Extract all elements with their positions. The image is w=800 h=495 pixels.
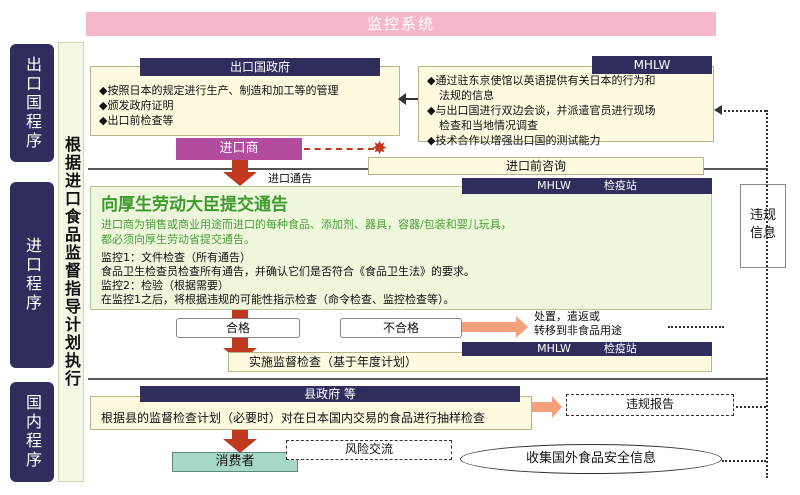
- collect-info-oval: 收集国外食品安全信息: [460, 444, 722, 474]
- notification-desc: 进口商为销售或商业用途而进口的每种食品、添加剂、器具，容器/包装和婴儿玩具，: [101, 218, 512, 231]
- stage-import: 进口程序: [10, 182, 54, 368]
- arrow-left-icon: [398, 93, 406, 105]
- export-gov-header: 出口国政府: [140, 58, 380, 76]
- mhlw-item: ◆技术合作以增强出口国的测试能力: [427, 134, 601, 147]
- dotted-feedback-report: [736, 406, 766, 408]
- disposal-text: 转移到非食品用途: [534, 324, 622, 337]
- export-gov-item: ◆出口前检查等: [99, 114, 174, 127]
- notification-box: 向厚生劳动大臣提交通告 进口商为销售或商业用途而进口的每种食品、添加剂、器具，容…: [90, 186, 712, 310]
- fail-box: 不合格: [340, 318, 462, 338]
- dotted-feedback-collect: [722, 460, 766, 462]
- export-gov-item: ◆颁发政府证明: [99, 99, 174, 112]
- dotted-connector: [668, 326, 724, 328]
- dashed-connector: [304, 148, 374, 150]
- violation-report: 违规报告: [566, 394, 734, 416]
- mhlw-item: 法规的信息: [439, 89, 494, 102]
- check-line: 监控2：检验（根据需要）: [101, 279, 229, 292]
- consumer-box: 消费者: [172, 452, 298, 472]
- stage-export: 出口国程序: [10, 44, 54, 162]
- arrow-right-icon: [516, 316, 528, 338]
- pre-export-consult: 进口前咨询: [368, 157, 704, 175]
- divider-import-domestic: [88, 378, 768, 380]
- page-title: 监控系统: [86, 12, 716, 36]
- mhlw-box: ◆通过驻东京使馆以英语提供有关日本的行为和 法规的信息 ◆与出口国进行双边会谈，…: [418, 66, 714, 147]
- mhlw-item: 检查和当地情况调查: [439, 119, 538, 132]
- flow-arrow: [232, 160, 248, 172]
- disposal-text: 处置，遣返或: [534, 310, 600, 323]
- arrow-down-icon: [223, 172, 257, 186]
- mhlw-item: ◆与出口国进行双边会谈，并派遣官员进行现场: [427, 104, 656, 117]
- guidance-plan-label: 根据进口食品监督指导计划执行: [58, 42, 84, 482]
- export-gov-box: ◆按照日本的规定进行生产、制造和加工等的管理 ◆颁发政府证明 ◆出口前检查等: [90, 66, 400, 136]
- quarantine-header: MHLW 检疫站: [462, 178, 712, 194]
- quarantine-header-2: MHLW 检疫站: [462, 342, 712, 356]
- flow-arrow: [232, 430, 248, 440]
- star-icon: ✸: [372, 138, 388, 159]
- violation-info-box: 违规信息: [740, 184, 786, 268]
- mhlw-header: MHLW: [592, 56, 712, 74]
- arrow-right-icon: [552, 396, 562, 418]
- check-line: 在监控1之后，将根据违规的可能性指示检查（命令检查、监控检查等）。: [101, 293, 455, 306]
- violation-info-label: 违规信息: [749, 208, 776, 241]
- report-arrow: [532, 402, 554, 412]
- connector: [400, 98, 418, 100]
- risk-comm-box: 风险交流: [286, 440, 452, 460]
- mhlw-item: ◆通过驻东京使馆以英语提供有关日本的行为和: [427, 74, 656, 87]
- stage-domestic: 国内程序: [10, 382, 54, 482]
- importer-box: 进口商: [176, 138, 302, 160]
- notification-title: 向厚生劳动大臣提交通告: [101, 195, 288, 215]
- notification-desc: 都必须向厚生劳动省提交通告。: [101, 233, 255, 246]
- dotted-feedback-line: [766, 110, 768, 478]
- prefecture-header: 县政府 等: [140, 386, 520, 402]
- check-line: 监控1：文件检查（所有通告）: [101, 251, 251, 264]
- dotted-feedback-top: [720, 110, 766, 112]
- export-gov-item: ◆按照日本的规定进行生产、制造和加工等的管理: [99, 84, 339, 97]
- import-notice-label: 进口通告: [268, 172, 312, 185]
- check-line: 食品卫生检查员检查所有通告，并确认它们是否符合《食品卫生法》的要求。: [101, 265, 475, 278]
- arrow-left-icon: [714, 105, 722, 115]
- fail-arrow: [462, 322, 518, 332]
- pass-box: 合格: [176, 318, 300, 338]
- arrow-down-icon: [223, 439, 257, 453]
